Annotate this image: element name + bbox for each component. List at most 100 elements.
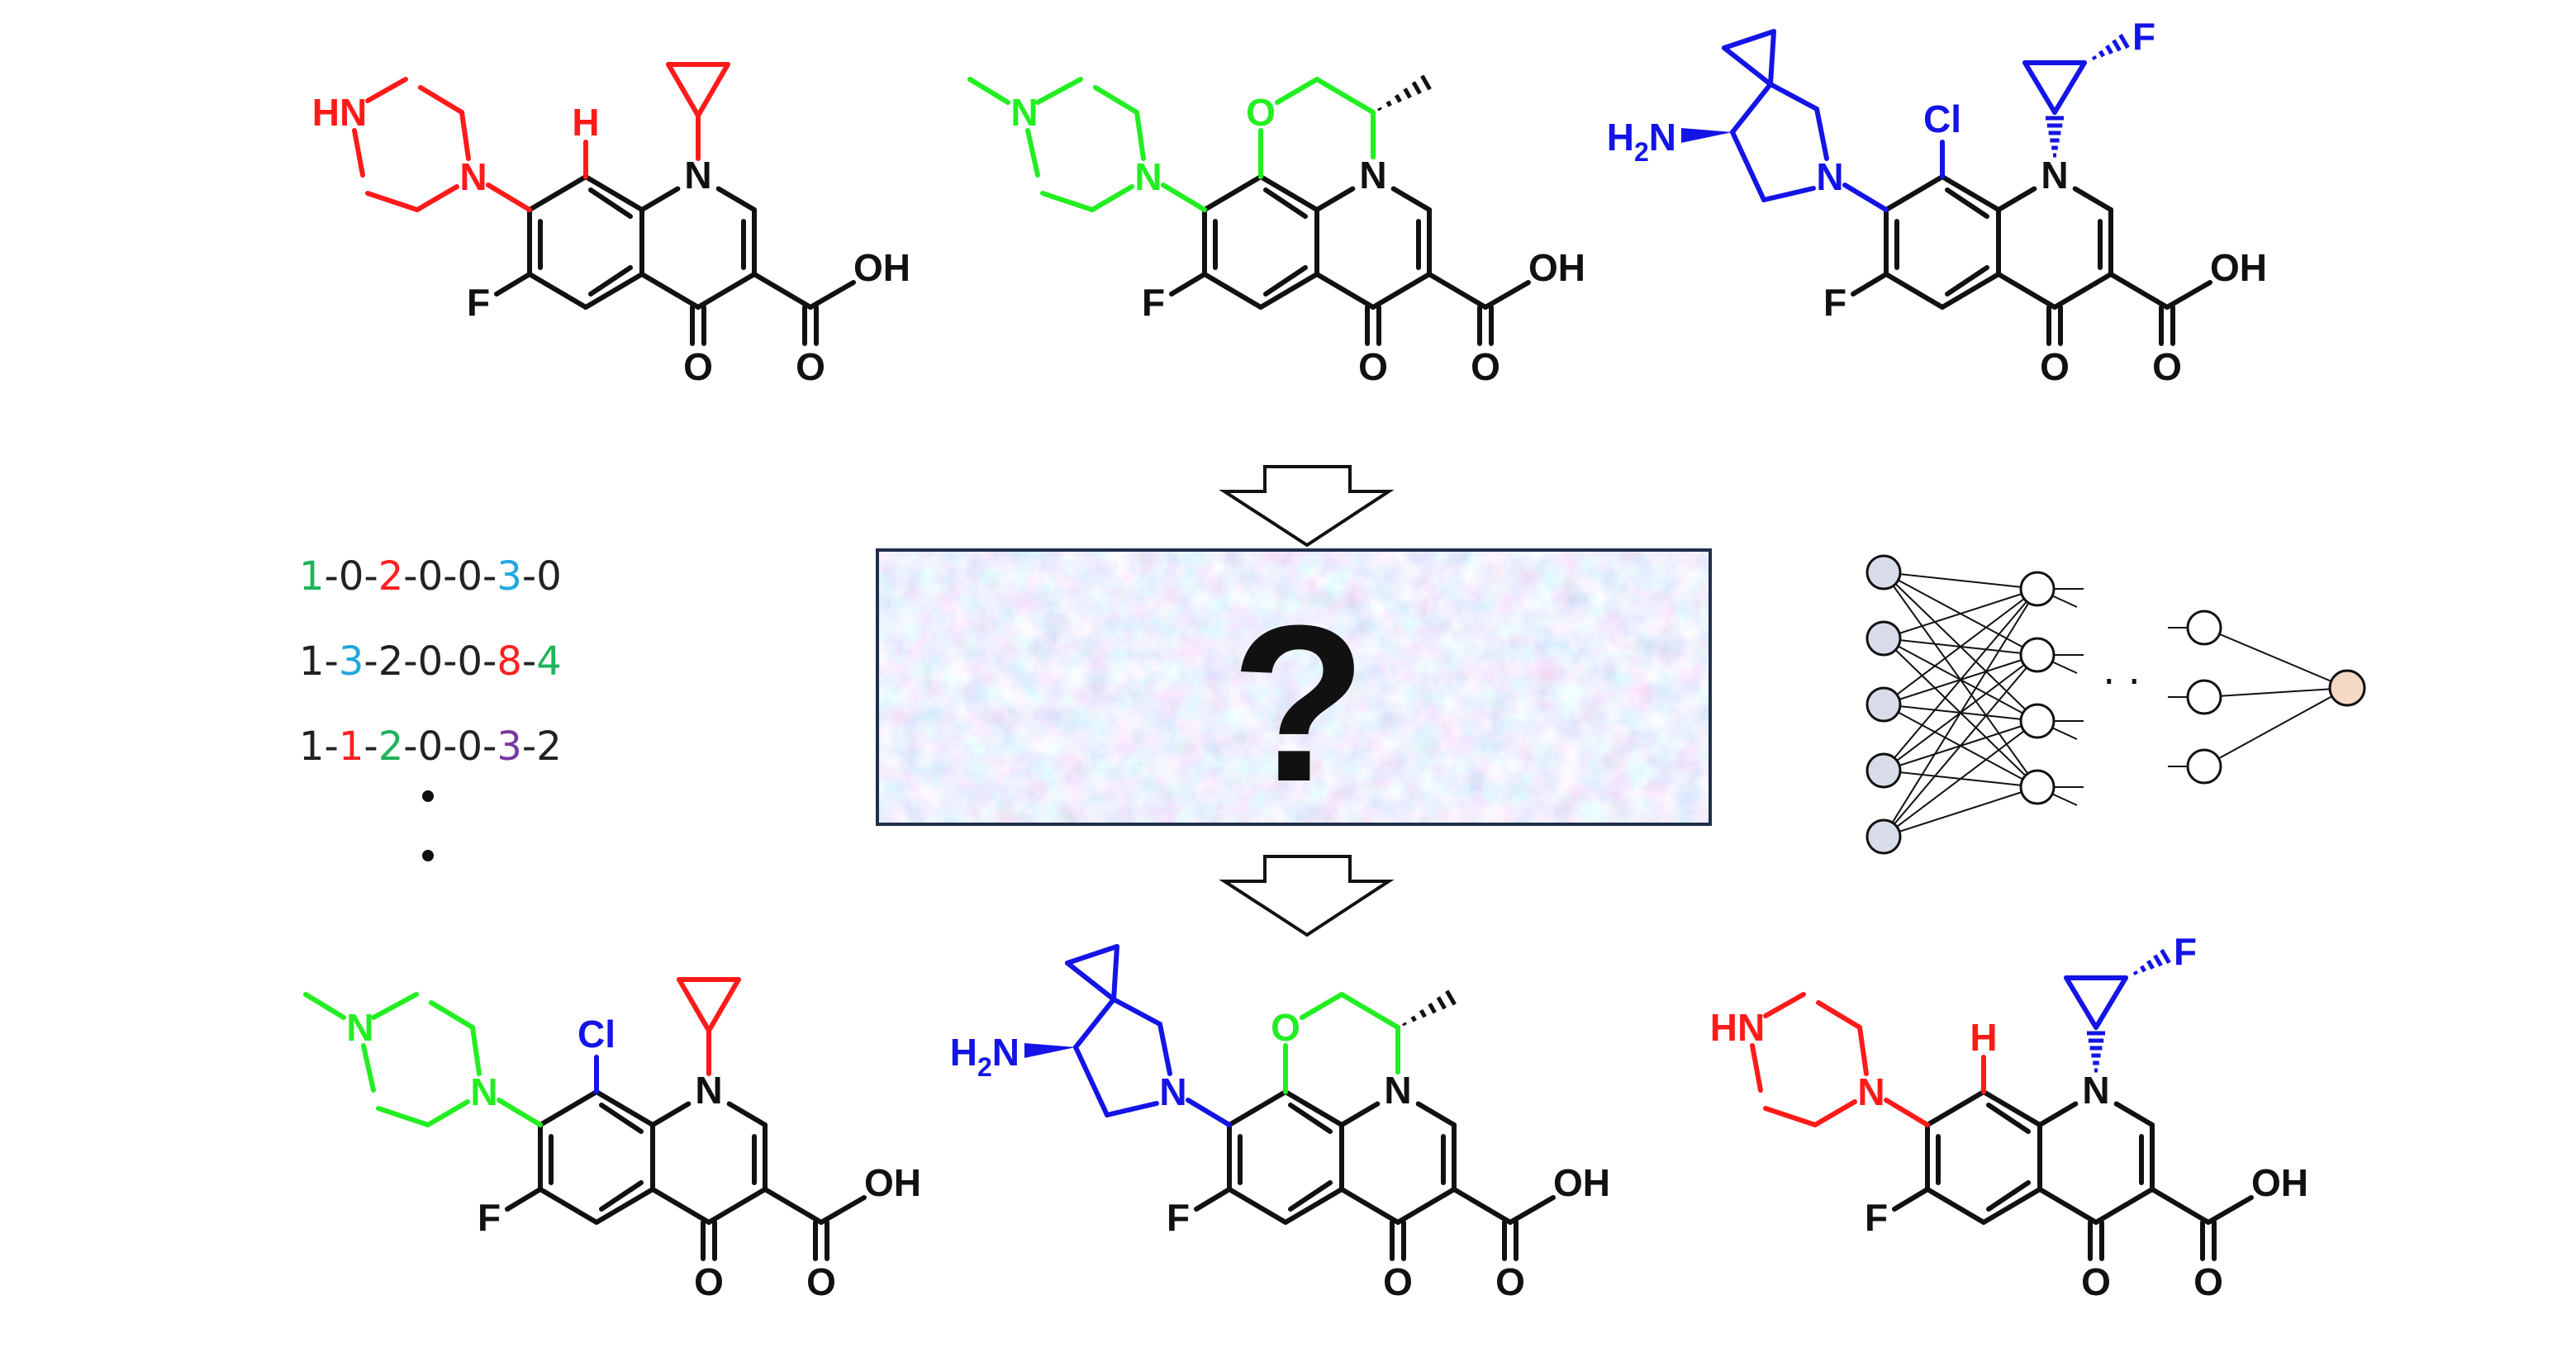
bond (1395, 1187, 1457, 1225)
bond (594, 1089, 655, 1127)
bond (1314, 272, 1376, 310)
bond (1339, 992, 1400, 1030)
carbonyl-oxygen: O (1358, 345, 1388, 388)
bond (1483, 280, 1531, 310)
hydroxyl-label: OH (1528, 246, 1585, 289)
n1-label: N (1384, 1069, 1411, 1112)
bond (1202, 272, 1263, 310)
bond (1750, 1043, 1763, 1093)
continuation-dot (422, 850, 434, 861)
bond (1283, 1187, 1344, 1225)
encoding-code: 1-1-2-0-0-3-2 (299, 723, 562, 770)
bond (1508, 1195, 1556, 1225)
bond (1768, 82, 1819, 111)
bond (1025, 128, 1040, 178)
bond (1073, 1045, 1110, 1117)
bond (415, 184, 459, 212)
code-segment: -0- (325, 553, 378, 600)
hydroxyl-label: OH (864, 1161, 921, 1204)
bond (666, 62, 701, 118)
chlorine-label: Cl (577, 1013, 615, 1056)
network-edge (1883, 588, 2038, 639)
bond (1730, 82, 1773, 135)
oxazine-oxygen: O (1271, 1006, 1300, 1049)
bond (2108, 272, 2170, 310)
code-segment: 1- (299, 723, 339, 770)
mystery-model-box: ? (876, 548, 1712, 828)
bond (1925, 1089, 1986, 1127)
bond (1884, 272, 1945, 310)
bond (1940, 174, 2001, 212)
bond (1040, 191, 1095, 212)
code-segment: -0-0- (403, 723, 497, 770)
hashed-bond (1403, 88, 1412, 99)
bond (1945, 265, 1989, 296)
bond (706, 1187, 768, 1225)
hashed-bond (2146, 959, 2155, 970)
bond (459, 110, 471, 161)
fluorine-label: F (467, 281, 490, 324)
code-segment: 1 (339, 723, 364, 770)
code-segment: 8 (497, 638, 522, 685)
bond (752, 272, 813, 310)
bond (425, 1099, 470, 1127)
code-segment: 3 (497, 553, 522, 600)
hydroxyl-label: OH (853, 246, 910, 289)
bond (599, 1180, 644, 1212)
bond (538, 1089, 599, 1127)
carboxyl-oxygen: O (1495, 1260, 1525, 1303)
bond (429, 1000, 475, 1030)
bond (1186, 1098, 1232, 1127)
carbonyl-oxygen: O (1383, 1260, 1413, 1303)
bond (1986, 1103, 2031, 1134)
bond (2113, 1101, 2155, 1127)
bond (1857, 1025, 1869, 1076)
hashed-bond (2139, 965, 2147, 973)
bond (2150, 1187, 2211, 1225)
question-mark: ? (1231, 580, 1367, 828)
bond (1763, 992, 1806, 1018)
bond (1090, 184, 1134, 212)
bond (352, 128, 365, 178)
amino-label: H2N (950, 1031, 1019, 1082)
bond (1851, 272, 1889, 296)
bond (1093, 85, 1139, 115)
bond (1194, 1187, 1232, 1212)
bond (527, 272, 588, 310)
bond (1339, 1187, 1400, 1225)
carbonyl-oxygen: O (2081, 1260, 2111, 1303)
bond (1940, 272, 2001, 310)
bond (588, 265, 633, 296)
fluorine-label: F (1142, 281, 1165, 324)
code-segment: 3 (497, 723, 522, 770)
hydroxyl-label: OH (2251, 1161, 2308, 1204)
bond (1813, 1099, 1857, 1127)
bond (583, 174, 644, 212)
chlorine-label: Cl (1923, 97, 1961, 140)
bond (1202, 174, 1263, 212)
bond (1263, 187, 1308, 219)
bond (808, 280, 856, 310)
hashed-bond (2160, 948, 2171, 965)
bond (1035, 77, 1083, 105)
hidden-node (2019, 637, 2056, 673)
bond (1161, 183, 1207, 212)
bond (2022, 60, 2057, 115)
bond (1996, 272, 2057, 310)
bond (2064, 975, 2098, 1030)
piperazine-nitrogen: N (346, 1006, 373, 1049)
bond (2052, 272, 2113, 310)
carbonyl-oxygen: O (683, 345, 713, 388)
network-edge (1883, 588, 2038, 837)
n1-label: N (1359, 154, 1386, 197)
bond (763, 1187, 824, 1225)
bond (1884, 174, 1945, 212)
piperazine-nh: HN (312, 91, 367, 134)
bond (819, 1195, 867, 1225)
bond (371, 992, 419, 1020)
carbonyl-oxygen: O (694, 1260, 724, 1303)
bond (1427, 272, 1488, 310)
bond (583, 272, 644, 310)
